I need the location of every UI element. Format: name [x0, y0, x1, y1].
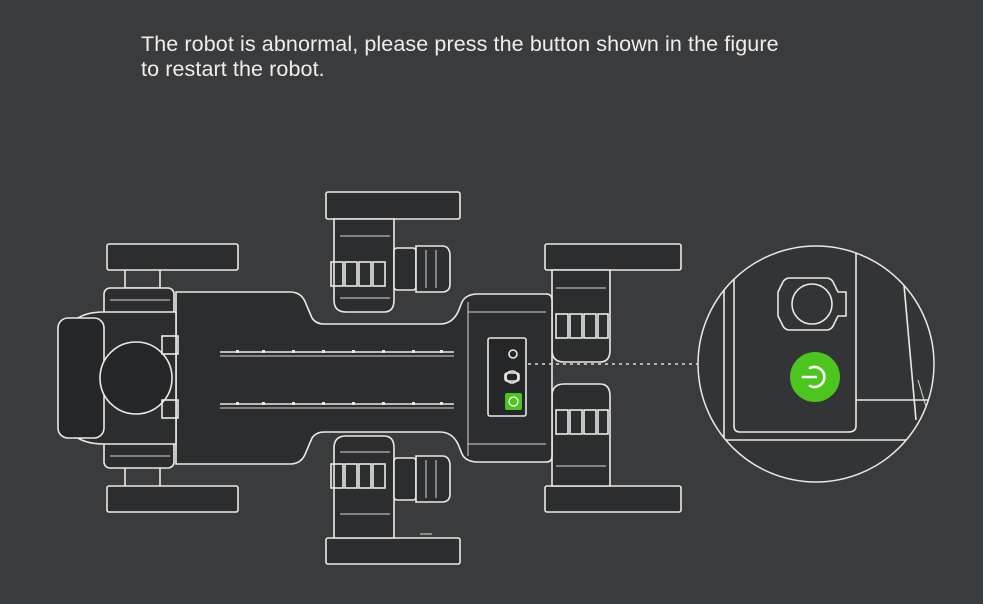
message-line-2: to restart the robot.: [141, 57, 325, 81]
robot-body: [57, 291, 553, 465]
leg-rear-middle: [325, 435, 461, 565]
restart-instruction-message: The robot is abnormal, please press the …: [141, 32, 841, 82]
zoom-callout: [697, 245, 935, 483]
message-line-1: The robot is abnormal, please press the …: [141, 32, 779, 56]
leg-front-middle: [325, 191, 461, 313]
leg-rear-right: [544, 383, 682, 513]
connector-port-icon: [777, 277, 847, 331]
power-button-small: [505, 393, 522, 410]
leg-front-right: [544, 243, 682, 363]
power-button-zoomed[interactable]: [790, 352, 840, 402]
power-icon: [808, 365, 826, 389]
